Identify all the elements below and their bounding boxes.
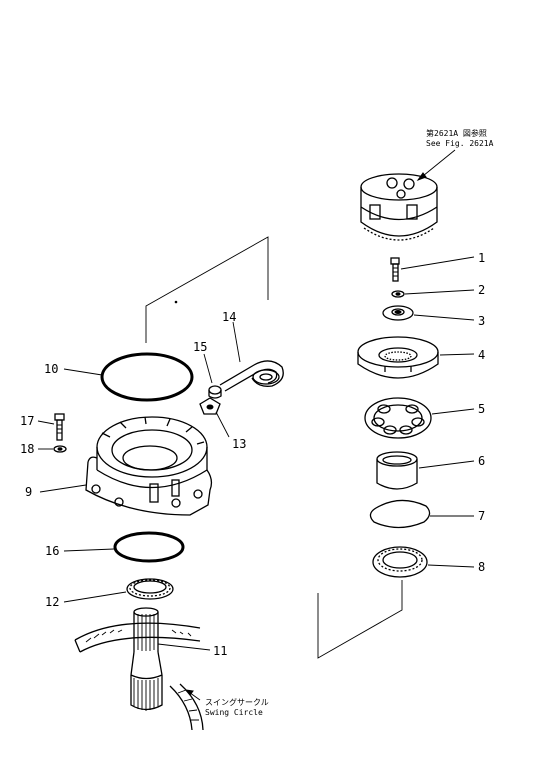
callout-2: 2 xyxy=(478,283,485,297)
roller-bearing-part-8 xyxy=(372,546,428,578)
leader-14 xyxy=(232,321,241,363)
thrust-washer-part-3 xyxy=(382,305,414,321)
leader-16 xyxy=(63,548,115,552)
snap-ring-part-7 xyxy=(369,499,431,529)
swing-circle-label-japanese: スイングサークル xyxy=(205,697,269,707)
swing-circle xyxy=(74,622,204,731)
callout-14: 14 xyxy=(222,310,236,324)
callout-12: 12 xyxy=(45,595,59,609)
callout-1: 1 xyxy=(478,251,485,265)
assembly-bracket-left xyxy=(145,236,269,343)
callout-11: 11 xyxy=(213,644,227,658)
assembly-bracket-right xyxy=(317,580,403,659)
callout-6: 6 xyxy=(478,454,485,468)
housing-part-9 xyxy=(85,416,213,516)
bushing-part-6 xyxy=(376,451,418,490)
callout-15: 15 xyxy=(193,340,207,354)
o-ring-part-10 xyxy=(100,352,194,402)
leader-1 xyxy=(400,256,475,270)
callout-5: 5 xyxy=(478,402,485,416)
callout-17: 17 xyxy=(20,414,34,428)
elbow-part-13 xyxy=(199,397,221,415)
leader-8 xyxy=(427,564,475,568)
fitting-part-15 xyxy=(208,385,222,399)
bolt-part-1 xyxy=(390,257,400,282)
callout-9: 9 xyxy=(25,485,32,499)
bearing-part-12 xyxy=(126,578,174,600)
washer-part-2 xyxy=(391,290,405,298)
gear-part-4 xyxy=(357,336,439,379)
callout-4: 4 xyxy=(478,348,485,362)
callout-10: 10 xyxy=(44,362,58,376)
reference-note-japanese: 第2621A 図参照 xyxy=(426,128,487,138)
swing-circle-label-english: Swing Circle xyxy=(205,708,263,717)
leader-3 xyxy=(413,314,475,321)
carrier-assembly xyxy=(360,173,438,241)
callout-13: 13 xyxy=(232,437,246,451)
leader-4 xyxy=(439,353,475,356)
pipe-part-14 xyxy=(219,360,284,392)
reference-note-english: See Fig. 2621A xyxy=(426,139,494,148)
leader-13 xyxy=(215,411,230,438)
washer-part-18 xyxy=(53,445,67,453)
callout-8: 8 xyxy=(478,560,485,574)
callout-16: 16 xyxy=(45,544,59,558)
o-ring-part-16 xyxy=(113,531,185,563)
leader-2 xyxy=(404,289,475,295)
callout-7: 7 xyxy=(478,509,485,523)
leader-15 xyxy=(203,353,213,384)
leader-6 xyxy=(418,460,475,469)
leader-5 xyxy=(431,408,475,415)
leader-10 xyxy=(63,368,103,376)
callout-3: 3 xyxy=(478,314,485,328)
leader-17 xyxy=(37,420,55,425)
leader-11 xyxy=(157,643,211,651)
leader-12 xyxy=(63,591,127,603)
bolt-part-17 xyxy=(54,413,65,441)
pinion-shaft-part-11 xyxy=(130,607,163,711)
callout-18: 18 xyxy=(20,442,34,456)
bearing-part-5 xyxy=(364,397,432,439)
leader-9 xyxy=(39,484,87,493)
